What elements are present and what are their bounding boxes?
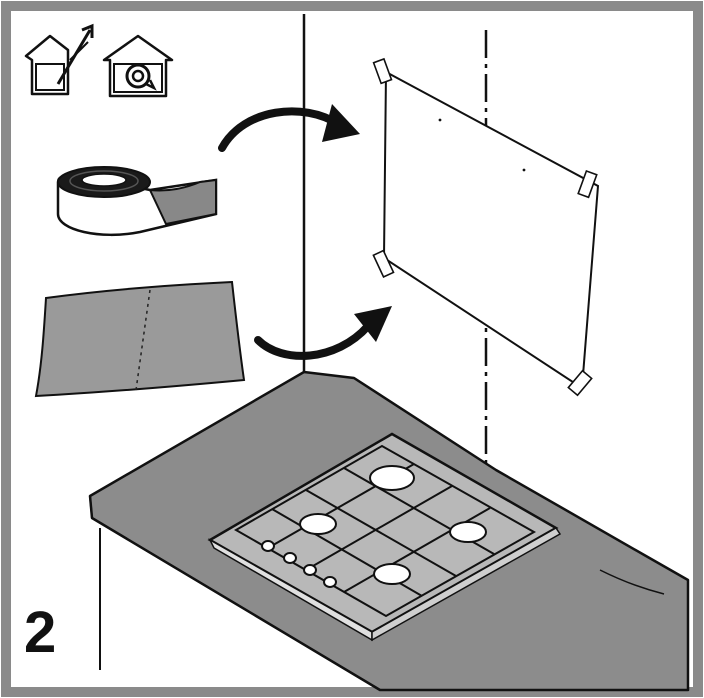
- tape-corner-bottom-right: [567, 369, 593, 397]
- mark-dot: [522, 168, 526, 172]
- step-number: 2: [24, 600, 57, 665]
- house-recirculation-icon: [102, 34, 174, 98]
- protective-sheet-icon: [34, 280, 246, 398]
- curved-arrow-icon: [254, 306, 392, 360]
- template-outline: [382, 70, 600, 390]
- gas-hob-icon: [207, 432, 562, 642]
- mark-dot: [438, 118, 442, 122]
- tape-corner-bottom-left: [372, 249, 395, 279]
- wall-template: [372, 57, 600, 397]
- tape-corner-top-left: [372, 57, 393, 85]
- curved-arrow-icon: [218, 104, 360, 152]
- house-ventilation-exhaust-icon: [24, 23, 94, 96]
- tape-roll-icon: [56, 166, 218, 236]
- tape-corner-top-right: [577, 169, 598, 199]
